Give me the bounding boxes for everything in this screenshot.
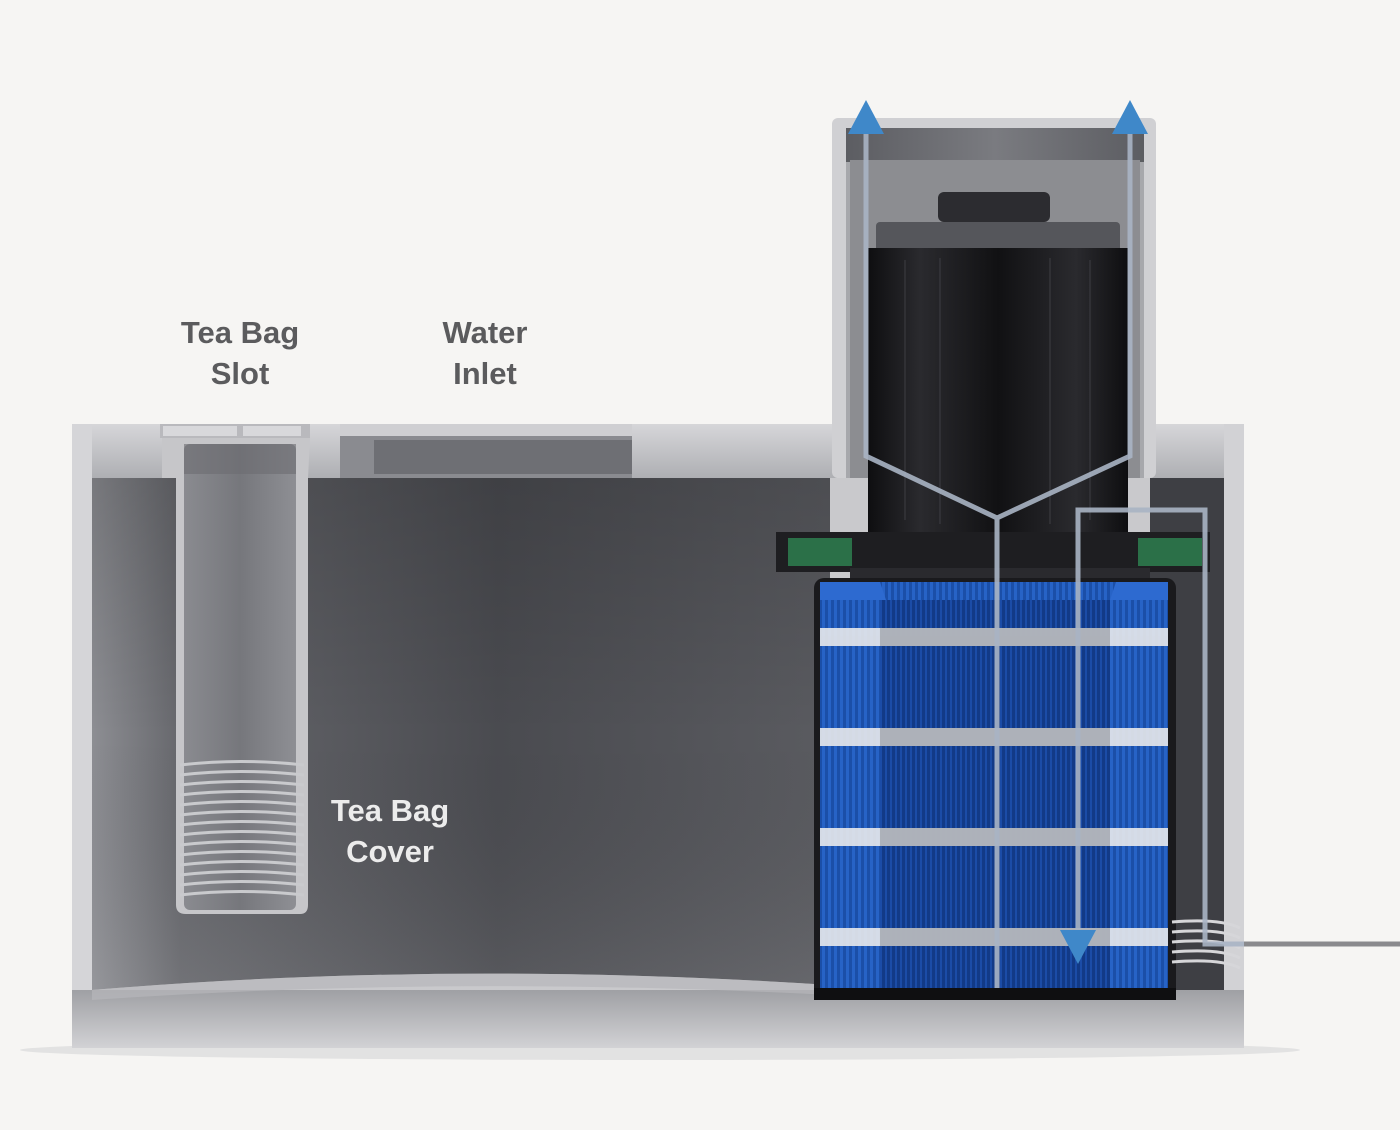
fan-tower[interactable]: [832, 118, 1156, 534]
seal-gasket-left: [788, 538, 852, 566]
water-inlet-label-line2: Inlet: [453, 356, 517, 391]
water-inlet-label-line1: Water: [442, 315, 528, 350]
tea-bag-cover-label-line1: Tea Bag: [330, 793, 450, 828]
filter-seal: [776, 532, 1210, 592]
tea-bag-slot-label: Tea Bag Slot: [160, 312, 320, 394]
flow-arrow-up-icon: [848, 100, 1148, 134]
seal-gasket-right: [1138, 538, 1202, 566]
airflow-paths: [863, 132, 1244, 988]
tea-bag-cover-label: Tea Bag Cover: [310, 790, 470, 872]
tea-bag-slot-label-line2: Slot: [210, 356, 270, 391]
flow-arrow-down-icon: [1060, 930, 1096, 964]
water-inlet-label: Water Inlet: [405, 312, 565, 394]
tea-bag-cover-coil: [179, 760, 305, 897]
fan-motor-icon: [938, 192, 1050, 222]
tea-bag-cover-label-line2: Cover: [346, 834, 434, 869]
tea-bag-slot-label-line1: Tea Bag: [180, 315, 300, 350]
tea-bag-slot-tube: [162, 438, 310, 914]
